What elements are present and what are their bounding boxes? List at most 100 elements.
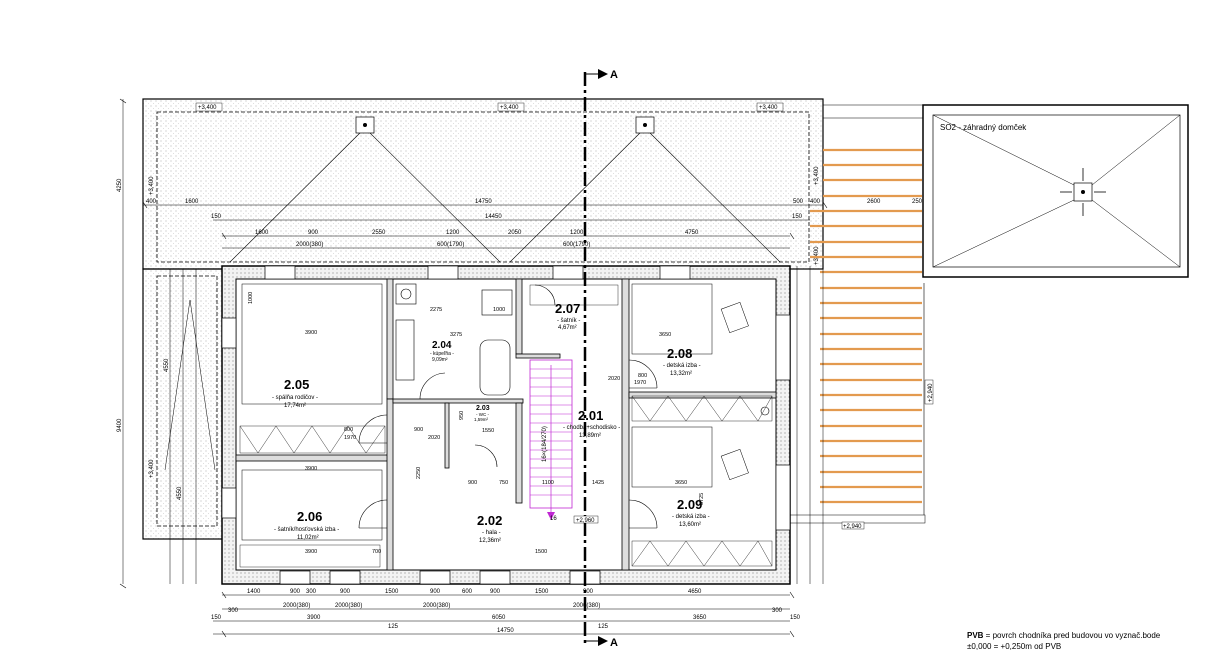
dimension-value: 1970 — [344, 435, 356, 441]
dimension-value: 800 — [344, 427, 353, 433]
dimension-value: 300 — [306, 589, 317, 595]
dimension-texts-interior: 3900 1000 2275 3275 1000 800 1970 3650 2… — [248, 292, 705, 555]
dimension-value: 9400 — [117, 418, 123, 432]
room-area: 9,09m² — [432, 357, 448, 363]
terrace-level-label: +2,940 — [928, 383, 934, 402]
legend: PVB = povrch chodníka pred budovou vo vy… — [967, 631, 1161, 651]
dimension-value: 2000(380) — [283, 603, 310, 609]
section-arrow-icon — [598, 69, 608, 79]
room-area: 13,60m² — [679, 522, 701, 528]
dimension-value: 125 — [598, 624, 609, 630]
roof-level-label: +3,400 — [759, 105, 778, 111]
dimension-value: 4550 — [164, 358, 170, 372]
room-area: 12,36m² — [479, 538, 501, 544]
dimension-value: 3900 — [305, 549, 317, 555]
terrace-level-label: +2,940 — [843, 524, 862, 530]
room-number: 2.07 — [555, 301, 580, 316]
dimension-value: 4650 — [688, 589, 702, 595]
dimension-value: 3900 — [305, 330, 317, 336]
dimension-value: 2000(380) — [296, 242, 323, 248]
dimension-value: 2600 — [867, 199, 881, 205]
dimension-value: 2275 — [430, 307, 442, 313]
dimension-value: 4750 — [685, 230, 699, 236]
room-name: - WC - — [476, 412, 489, 417]
room-name: - spálňa rodičov - — [272, 395, 318, 401]
dimension-value: 1970 — [634, 380, 646, 386]
dimension-value: 1100 — [542, 480, 554, 486]
roof-level-label: +3,400 — [149, 459, 155, 478]
dimension-value: 14750 — [475, 199, 492, 205]
dimension-value: 900 — [490, 589, 501, 595]
dimension-value: 2550 — [372, 230, 386, 236]
dimension-value: 900 — [468, 480, 477, 486]
dimension-value: 750 — [499, 480, 508, 486]
dimension-value: 1600 — [185, 199, 199, 205]
dimension-value: 4250 — [117, 178, 123, 192]
dimension-value: 600(1790) — [563, 242, 590, 248]
dimension-value: 3275 — [450, 332, 462, 338]
dimension-value: 14450 — [485, 214, 502, 220]
dimension-value: 1425 — [592, 480, 604, 486]
dimension-value: 2250 — [416, 467, 422, 479]
section-arrow-icon — [598, 636, 608, 646]
room-number: 2.04 — [432, 340, 452, 351]
dimension-value: 800 — [638, 373, 647, 379]
building-walls — [221, 265, 791, 585]
dimension-value: 1000 — [248, 292, 254, 304]
section-label: A — [610, 637, 618, 649]
room-name: - chodba+schodisko - — [563, 425, 620, 431]
svg-text:PVB = povrch chodníka pred bud: PVB = povrch chodníka pred budovou vo vy… — [967, 631, 1161, 640]
room-area: 13,89m² — [579, 433, 601, 439]
dimension-value: 150 — [211, 615, 222, 621]
dimension-value: 900 — [583, 589, 594, 595]
room-labels: 2.05 - spálňa rodičov - 17,74m² 2.04 - k… — [272, 301, 710, 544]
legend-text: = povrch chodníka pred budovou vo vyznač… — [983, 631, 1160, 640]
dimension-value: 1600 — [255, 230, 269, 236]
dimension-value: 150 — [211, 214, 222, 220]
dimension-texts-bottom: 1400 900 300 900 1500 900 600 900 1500 9… — [211, 589, 801, 634]
dimension-texts-top: 400 1600 14750 500 400 2600 250 150 1445… — [146, 199, 923, 248]
dimension-value: 3650 — [659, 332, 671, 338]
dimension-value: 1200 — [570, 230, 584, 236]
stair-ratio-label: 16×(184/270) — [542, 426, 548, 462]
dimension-texts-left: 4250 9400 4550 4550 — [117, 178, 183, 500]
roof-level-label: +3,400 — [814, 166, 820, 185]
room-number: 2.09 — [677, 497, 702, 512]
staircase: 16×(184/270) 16 — [529, 359, 573, 522]
dimension-lines — [122, 99, 824, 635]
dimension-value: 900 — [340, 589, 351, 595]
dimension-ticks — [119, 98, 828, 638]
room-name: - šatník/hosťovská izba - — [274, 527, 339, 533]
dimension-value: 2000(380) — [573, 603, 600, 609]
section-line-a: A A — [583, 69, 618, 649]
dimension-value: 3725 — [699, 493, 705, 505]
room-area: 17,74m² — [284, 403, 306, 409]
room-area: 11,02m² — [297, 535, 319, 541]
pergola-terrace: +2,940 +2,940 — [789, 104, 934, 530]
room-area: 13,32m² — [670, 371, 692, 377]
dimension-value: 2000(380) — [335, 603, 362, 609]
dimension-value: 3900 — [305, 466, 317, 472]
dimension-value: 300 — [772, 608, 783, 614]
dimension-value: 14750 — [497, 628, 514, 634]
legend-abbrev: PVB — [967, 631, 984, 640]
roof-level-label: +3,400 — [500, 105, 519, 111]
room-number: 2.08 — [667, 346, 692, 361]
dimension-value: 600(1790) — [437, 242, 464, 248]
dimension-value: 300 — [228, 608, 239, 614]
room-name: - kúpeľňa - — [430, 351, 454, 357]
roof-level-label: +3,400 — [198, 105, 217, 111]
room-number: 2.02 — [477, 513, 502, 528]
dimension-value: 3650 — [675, 480, 687, 486]
dimension-value: 900 — [290, 589, 301, 595]
dimension-value: 125 — [388, 624, 399, 630]
section-label: A — [610, 69, 618, 81]
dimension-value: 150 — [792, 214, 803, 220]
garden-house: SO2 - záhradný domček — [922, 104, 1189, 278]
dimension-value: 900 — [308, 230, 319, 236]
room-number: 2.05 — [284, 377, 309, 392]
room-number: 2.06 — [297, 509, 322, 524]
dimension-value: 1000 — [493, 307, 505, 313]
dimension-value: 1200 — [446, 230, 460, 236]
